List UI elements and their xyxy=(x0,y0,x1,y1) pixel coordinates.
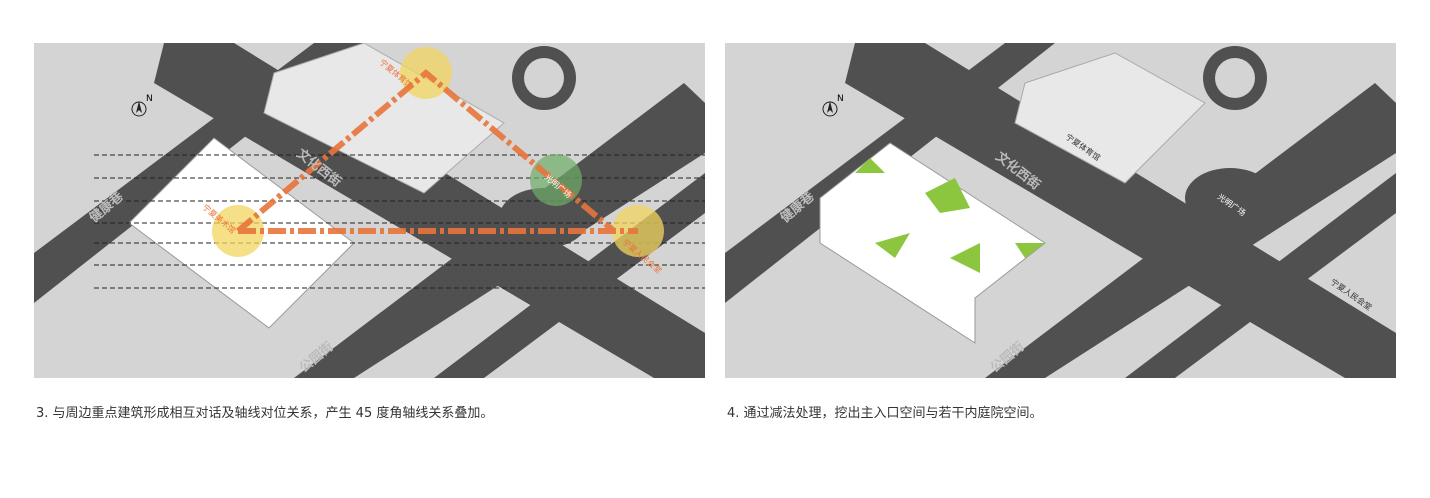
caption-step-4: 4. 通过减法处理，挖出主入口空间与若干内庭院空间。 xyxy=(727,406,1043,421)
compass-icon: N xyxy=(822,94,844,117)
road-gongyuan xyxy=(294,83,705,378)
courtyards xyxy=(855,158,1045,273)
site-axis-diagram: 宁夏体育馆 宁夏美术馆 宁夏人民会堂 光明广场 文化西街 健康巷 公园街 N xyxy=(34,43,705,378)
compass-icon: N xyxy=(131,94,153,117)
caption-step-3: 3. 与周边重点建筑形成相互对话及轴线对位关系，产生 45 度角轴线关系叠加。 xyxy=(36,406,494,421)
subtraction-diagram: 宁夏体育馆 光明广场 宁夏人民会堂 文化西街 健康巷 公园街 N xyxy=(725,43,1396,378)
building-mass xyxy=(819,142,1046,344)
svg-text:N: N xyxy=(146,94,153,104)
svg-text:N: N xyxy=(837,94,844,104)
axis-lines xyxy=(236,69,638,234)
grid-axes xyxy=(94,154,705,289)
gym-building xyxy=(263,43,505,194)
